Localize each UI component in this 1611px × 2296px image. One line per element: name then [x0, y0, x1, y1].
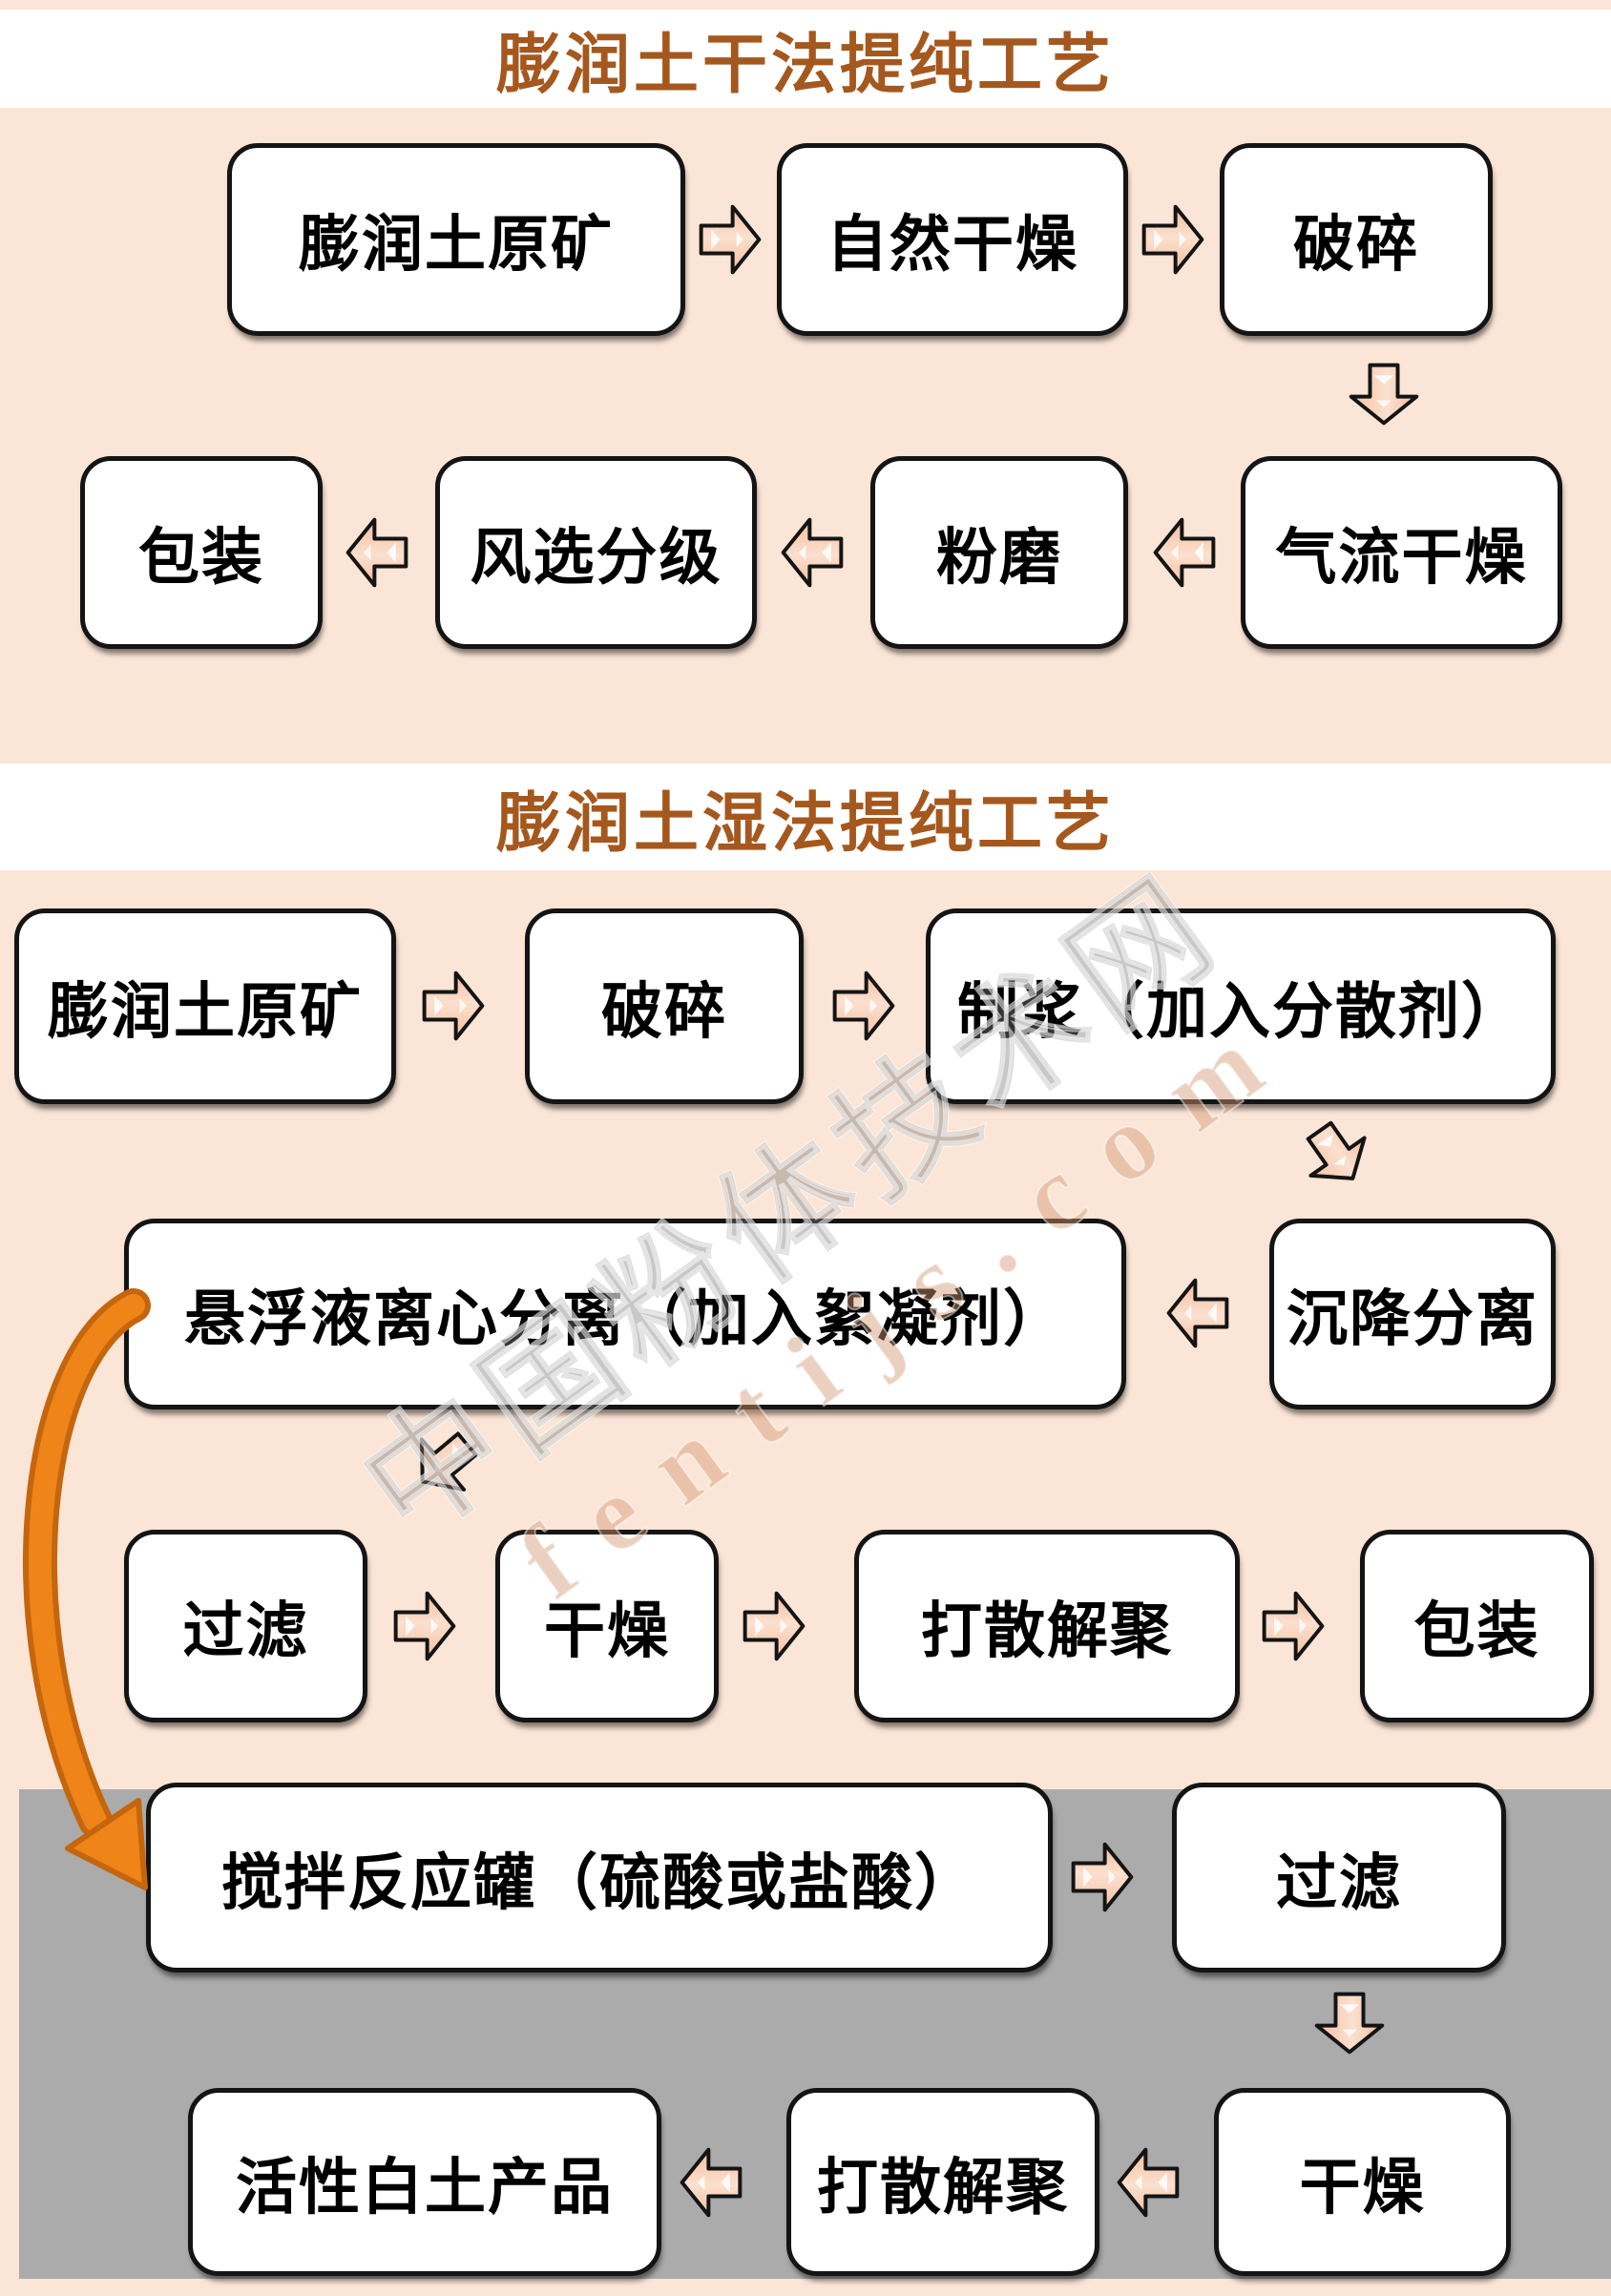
acid-step-filtration: 过滤 — [1172, 1783, 1506, 1972]
flow-arrow-right-icon — [1262, 1587, 1325, 1665]
dry-step-crushing: 破碎 — [1220, 143, 1493, 336]
flow-arrow-right-icon — [699, 200, 762, 279]
wet-section-title: 膨润土湿法提纯工艺 — [495, 786, 1115, 860]
flow-arrow-right-icon — [743, 1587, 806, 1665]
flow-arrow-left-icon — [1166, 1274, 1229, 1352]
acid-step-reaction-tank: 搅拌反应罐（硫酸或盐酸） — [146, 1783, 1053, 1972]
flow-arrow-left-icon — [1153, 513, 1216, 592]
flow-arrow-down-icon — [1310, 1992, 1389, 2055]
dry-section-title: 膨润土干法提纯工艺 — [495, 29, 1115, 101]
dry-step-airflow-drying: 气流干燥 — [1241, 456, 1562, 649]
wet-step-raw-ore: 膨润土原矿 — [14, 908, 396, 1104]
wet-step-drying: 干燥 — [495, 1530, 719, 1722]
wet-step-slurrying: 制浆（加入分散剂） — [926, 908, 1556, 1104]
wet-step-deagglomeration: 打散解聚 — [854, 1530, 1240, 1722]
flow-arrow-left-icon — [1117, 2143, 1180, 2222]
flow-arrow-right-icon — [393, 1587, 456, 1665]
dry-step-air-classification: 风选分级 — [435, 456, 757, 649]
wet-step-filtration: 过滤 — [124, 1530, 367, 1722]
flow-arrow-left-icon — [680, 2143, 743, 2222]
dry-step-grinding: 粉磨 — [870, 456, 1128, 649]
acid-step-drying: 干燥 — [1214, 2088, 1511, 2276]
flow-arrow-down-icon — [1345, 363, 1423, 426]
acid-step-product: 活性白土产品 — [188, 2088, 661, 2276]
flow-arrow-right-icon — [1071, 1838, 1134, 1916]
wet-step-sedimentation: 沉降分离 — [1269, 1219, 1556, 1409]
flow-arrow-left-icon — [781, 513, 844, 592]
flow-arrow-right-icon — [832, 967, 895, 1045]
flow-arrow-left-icon — [345, 513, 408, 592]
wet-step-packaging: 包装 — [1360, 1530, 1594, 1722]
wet-title-band: 膨润土湿法提纯工艺 — [0, 763, 1611, 870]
acid-step-deagglomeration: 打散解聚 — [786, 2088, 1099, 2276]
dry-step-packaging: 包装 — [80, 456, 323, 649]
flow-arrow-right-icon — [422, 967, 485, 1045]
flow-arrow-down-left-icon — [395, 1412, 493, 1513]
dry-step-raw-ore: 膨润土原矿 — [227, 143, 685, 336]
dry-step-natural-drying: 自然干燥 — [777, 143, 1128, 336]
flow-arrow-right-icon — [1141, 200, 1204, 279]
wet-step-centrifugation: 悬浮液离心分离（加入絮凝剂） — [124, 1219, 1126, 1409]
wet-step-crushing: 破碎 — [525, 908, 804, 1104]
dry-title-band: 膨润土干法提纯工艺 — [0, 10, 1611, 108]
flow-arrow-down-right-icon — [1286, 1106, 1386, 1202]
